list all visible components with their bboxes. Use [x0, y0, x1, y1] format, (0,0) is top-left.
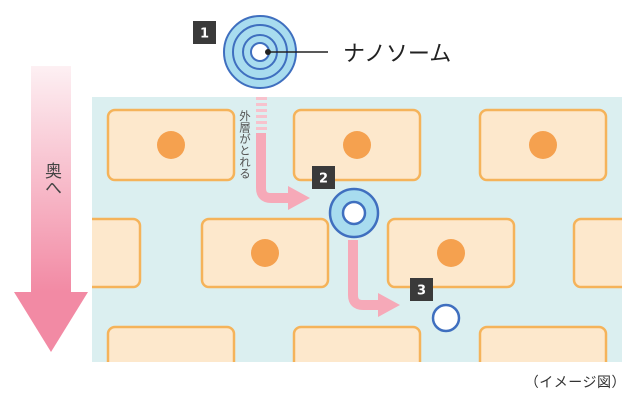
depth-label: 奥へ	[41, 162, 62, 196]
nanosome-label: ナノソーム	[343, 42, 451, 67]
cell	[200, 217, 330, 289]
path-arrow-2	[348, 240, 400, 317]
cell-grid	[92, 108, 622, 362]
path-arrow-1	[256, 133, 310, 210]
step-badge-1: 1	[193, 21, 216, 44]
cell	[106, 325, 236, 362]
nanosome-particle-step-2	[328, 187, 380, 239]
depth-arrow	[14, 66, 88, 352]
outer-layer-label: 外層がとれる	[238, 110, 252, 179]
cell	[478, 108, 608, 182]
nanosome-particle-step-3	[431, 303, 461, 333]
cell	[106, 108, 236, 182]
cell	[572, 217, 622, 289]
image-caption: （イメージ図）	[524, 375, 626, 391]
cell	[92, 217, 142, 289]
step-badge-2: 2	[312, 166, 335, 189]
step-badge-3: 3	[410, 278, 433, 301]
cell	[292, 108, 422, 182]
cell-nucleus	[157, 131, 185, 159]
step-badge-3-label: 3	[417, 284, 426, 299]
outer-layer-trail	[256, 97, 267, 130]
nanosome-leader-line	[265, 49, 328, 55]
step-badge-1-label: 1	[200, 27, 209, 42]
step-badge-2-label: 2	[319, 172, 328, 187]
cell-nucleus	[343, 131, 371, 159]
cell	[478, 325, 608, 362]
nanosome-particle-step-1	[223, 15, 297, 89]
cell-nucleus	[437, 239, 465, 267]
cell	[386, 217, 516, 289]
cell-nucleus	[529, 131, 557, 159]
cell-nucleus	[251, 239, 279, 267]
cell	[292, 325, 422, 362]
